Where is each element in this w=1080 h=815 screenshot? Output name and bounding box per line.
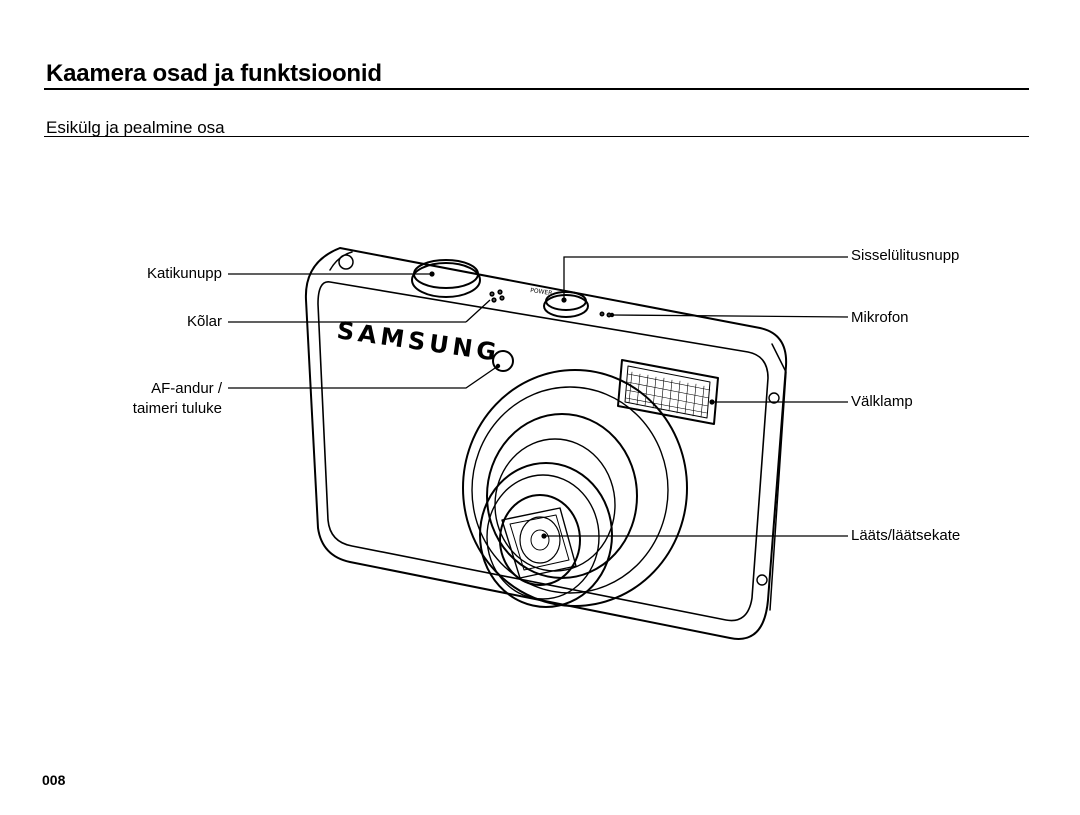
camera-body-outline (304, 247, 788, 640)
label-af-sensor-line1: AF-andur / (151, 380, 222, 397)
lens-drawing (462, 369, 688, 608)
page-title: Kaamera osad ja funktsioonid (46, 60, 382, 87)
camera-front-face (317, 281, 769, 622)
label-lens: Lääts/läätsekate (851, 527, 961, 544)
label-af-sensor-line2: taimeri tuluke (132, 400, 222, 417)
leader-speaker-tail (465, 299, 491, 323)
leader-microphone (611, 314, 849, 318)
power-mark-text: POWER (530, 287, 553, 297)
af-sensor-drawing (492, 350, 514, 372)
flash-drawing (617, 359, 719, 425)
power-button-drawing (543, 291, 589, 318)
label-flash: Välklamp (851, 393, 913, 410)
section-subtitle: Esikülg ja pealmine osa (46, 118, 225, 137)
leader-power (563, 256, 848, 300)
label-speaker: Kõlar (186, 313, 222, 330)
leader-af-sensor (228, 365, 499, 389)
brand-logo-text: SAMSUNG (335, 316, 502, 367)
page-number: 008 (42, 772, 66, 788)
subtitle-rule (44, 136, 1029, 137)
label-shutter: Katikunupp (146, 265, 222, 282)
shutter-button-drawing (411, 259, 481, 298)
label-power-button: Sisselülitusnupp (851, 247, 960, 264)
label-microphone: Mikrofon (851, 309, 909, 326)
title-rule (44, 88, 1029, 90)
